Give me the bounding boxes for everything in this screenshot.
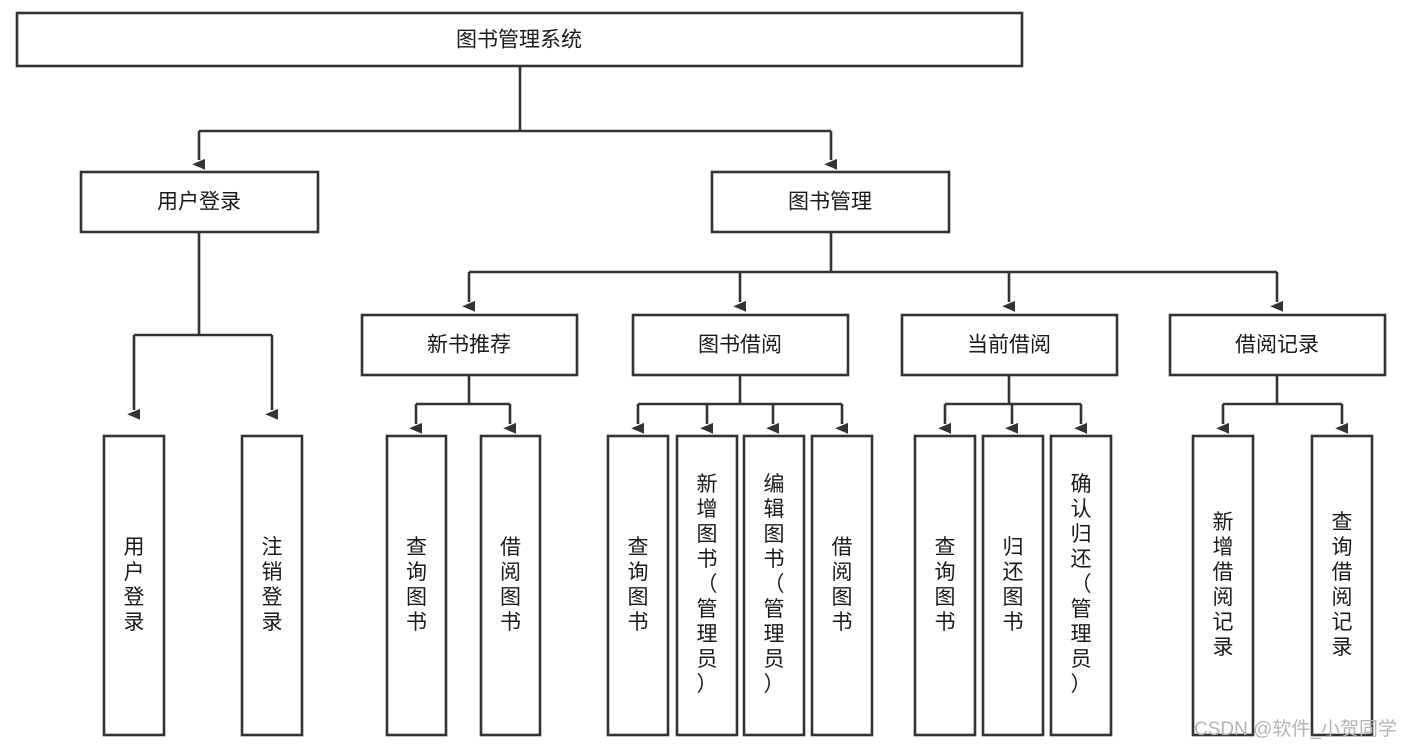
- leaf-box-bookborrow-query[interactable]: [606, 434, 670, 737]
- connector-bookborrow-to-leaves: [631, 375, 849, 434]
- leaf-box-currentborrow-query[interactable]: [913, 434, 977, 737]
- leaf-box-bookborrow-edit[interactable]: [742, 434, 806, 737]
- node-user-login-label: 用户登录: [157, 191, 241, 214]
- node-book-borrow-label: 图书借阅: [698, 334, 782, 357]
- connector-borrowrecord-to-leaves: [1216, 375, 1349, 434]
- node-current-borrow-label: 当前借阅: [967, 334, 1051, 357]
- node-book-management-label: 图书管理: [788, 191, 872, 214]
- node-root-system[interactable]: 图书管理系统: [15, 11, 1024, 68]
- watermark-text: CSDN @软件_小贺同学: [1194, 719, 1397, 740]
- node-current-borrow[interactable]: 当前借阅: [900, 313, 1119, 377]
- connector-newbook-to-leaves: [409, 375, 517, 434]
- leaf-box-newbook-borrow[interactable]: [479, 434, 542, 737]
- connector-bookmgmt-to-level3: [462, 232, 1284, 312]
- node-root-label: 图书管理系统: [456, 29, 582, 52]
- node-user-login[interactable]: 用户登录: [79, 170, 320, 234]
- node-book-borrow[interactable]: 图书借阅: [631, 313, 850, 377]
- leaf-box-borrowrecord-query[interactable]: [1310, 434, 1374, 737]
- leaf-box-bookborrow-add[interactable]: [675, 434, 739, 737]
- node-book-management[interactable]: 图书管理: [710, 170, 951, 234]
- leaf-box-currentborrow-return[interactable]: [981, 434, 1045, 737]
- leaf-box-user-login-logout[interactable]: [240, 434, 304, 737]
- node-new-book-recommend-label: 新书推荐: [427, 334, 511, 357]
- leaf-box-borrowrecord-add[interactable]: [1191, 434, 1255, 737]
- connector-currentborrow-to-leaves: [938, 375, 1088, 434]
- connector-root-to-level2: [192, 66, 838, 170]
- connector-userlogin-to-leaves: [127, 232, 279, 420]
- node-new-book-recommend[interactable]: 新书推荐: [360, 313, 579, 377]
- leaf-box-newbook-query[interactable]: [385, 434, 448, 737]
- node-borrow-record[interactable]: 借阅记录: [1168, 313, 1387, 377]
- leaf-box-currentborrow-confirm[interactable]: [1049, 434, 1113, 737]
- node-borrow-record-label: 借阅记录: [1235, 334, 1319, 357]
- leaf-box-bookborrow-borrow[interactable]: [810, 434, 874, 737]
- leaf-box-user-login-login[interactable]: [102, 434, 166, 737]
